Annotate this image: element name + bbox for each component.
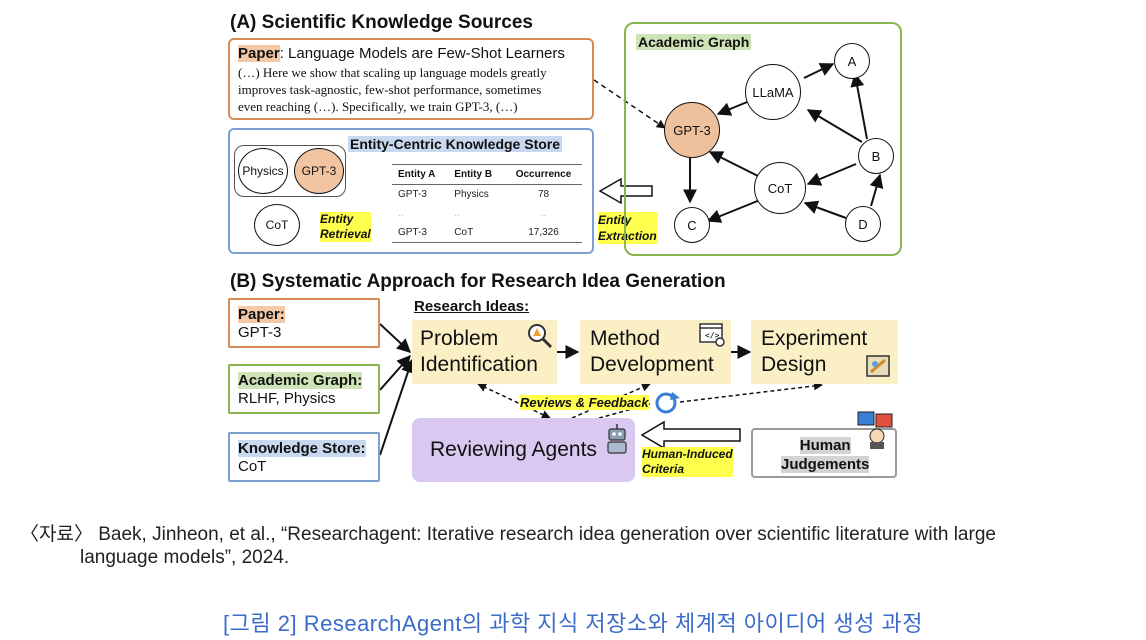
academic-graph-edges [683,63,884,223]
edge-cot-gpt3 [708,151,759,177]
arrow-paper-input [379,323,412,353]
input-store-box: Knowledge Store: CoT [228,432,380,482]
edge-llama-a [803,63,835,79]
stage-experiment-design: Experiment Design [751,320,898,384]
graph-node-d: D [845,206,881,242]
reviewing-agents-label: Reviewing Agents [430,438,597,461]
graph-node-a: A [834,43,870,79]
review-arrow-problem [477,383,551,419]
robot-icon [607,424,627,454]
table-cell: .. [398,208,404,219]
edge-b-cot [806,163,857,186]
graph-node-llama: LLaMA [745,64,801,120]
table-header: Entity A [392,164,449,185]
table-header: Entity B [448,164,505,185]
edge-d-cot [803,200,847,219]
entity-extraction-label: Entity Extraction [598,212,657,244]
source-caption: 〈자료〉 Baek, Jinheon, et al., “Researchage… [20,519,996,546]
table-cell: CoT [454,227,474,238]
table-header: Occurrence [505,164,582,185]
input-paper-box: Paper: GPT-3 [228,298,380,348]
table-cell: Physics [454,189,489,200]
knowledge-store-title: Entity-Centric Knowledge Store [348,136,563,152]
graph-node-gpt3: GPT-3 [664,102,720,158]
academic-graph-title: Academic Graph [636,34,752,50]
human-criteria-arrow [640,420,741,450]
research-ideas-label: Research Ideas: [414,298,530,315]
design-tools-icon [866,355,890,377]
human-feedback-icon [857,411,893,449]
human-criteria-label: Human-Induced Criteria [642,447,733,477]
entity-extraction-arrow [598,177,653,205]
entity-physics-node: Physics [238,148,288,194]
stage-method-development: Method Development </> [580,320,731,384]
caption-line-1: Baek, Jinheon, et al., “Researchagent: I… [98,524,996,545]
edge-cot-c [706,199,761,223]
paper-text-line: (…) Here we show that scaling up languag… [238,65,547,80]
input-graph-label: Academic Graph: [238,372,363,389]
table-row: .. .. .. [392,204,582,223]
refresh-icon [655,392,680,414]
paper-title: : Language Models are Few-Shot Learners [279,45,565,62]
table-cell: .. [540,208,547,219]
input-paper-label: Paper: [238,306,285,323]
paper-box: Paper: Language Models are Few-Shot Lear… [228,38,594,120]
magnifier-icon [528,324,553,349]
reviews-feedback-label: Reviews & Feedback [520,395,649,410]
stage-problem-identification: Problem Identification [412,320,557,384]
figure-title: [그림 2] ResearchAgent의 과학 지식 저장소와 체계적 아이디… [223,611,923,636]
graph-node-cot: CoT [754,162,806,214]
input-graph-value: RLHF, Physics [238,390,336,407]
input-store-value: CoT [238,458,267,475]
edge-b-llama [806,109,863,143]
table-cell: 17,326 [528,227,559,238]
svg-text:</>: </> [705,331,720,340]
edge-d-b [869,173,884,207]
human-judgements-box: Human Judgements [751,428,897,478]
graph-node-b: B [858,138,894,174]
input-store-label: Knowledge Store: [238,440,366,457]
table-cell: GPT-3 [398,189,427,200]
table-row: GPT-3 Physics 78 [392,185,582,205]
entity-retrieval-label: Entity Retrieval [320,212,371,242]
paper-label: Paper [238,45,280,62]
section-a-title: (A) Scientific Knowledge Sources [230,12,533,33]
table-cell: .. [454,208,460,219]
entity-gpt3-node: GPT-3 [294,148,344,194]
edge-b-a [850,72,868,140]
academic-graph-box: Academic Graph [624,22,902,256]
arrow-graph-input [379,354,411,391]
arrow-store-input [379,358,415,456]
entity-cot-node: CoT [254,204,300,246]
review-arrow-experiment [679,381,823,403]
input-graph-box: Academic Graph: RLHF, Physics [228,364,380,414]
table-cell: GPT-3 [398,227,427,238]
table-header-row: Entity A Entity B Occurrence [392,164,582,185]
table-row: GPT-3 CoT 17,326 [392,223,582,243]
caption-line-2: language models”, 2024. [80,547,290,568]
input-paper-value: GPT-3 [238,324,282,341]
reviewing-agents-box: Reviewing Agents [412,418,635,482]
code-window-icon: </> [699,323,725,347]
paper-text-line: improves task-agnostic, few-shot perform… [238,82,542,97]
caption-prefix: 〈자료〉 [20,524,93,545]
human-judgements-label: Human Judgements [781,437,870,473]
paper-text-line: even reaching (…). Specifically, we trai… [238,99,518,114]
section-b-title: (B) Systematic Approach for Research Ide… [230,271,726,292]
graph-node-c: C [674,207,710,243]
entity-occurrence-table: Entity A Entity B Occurrence GPT-3 Physi… [392,164,582,243]
table-cell: 78 [537,189,550,200]
knowledge-store-box: Entity-Centric Knowledge Store Physics G… [228,128,594,254]
